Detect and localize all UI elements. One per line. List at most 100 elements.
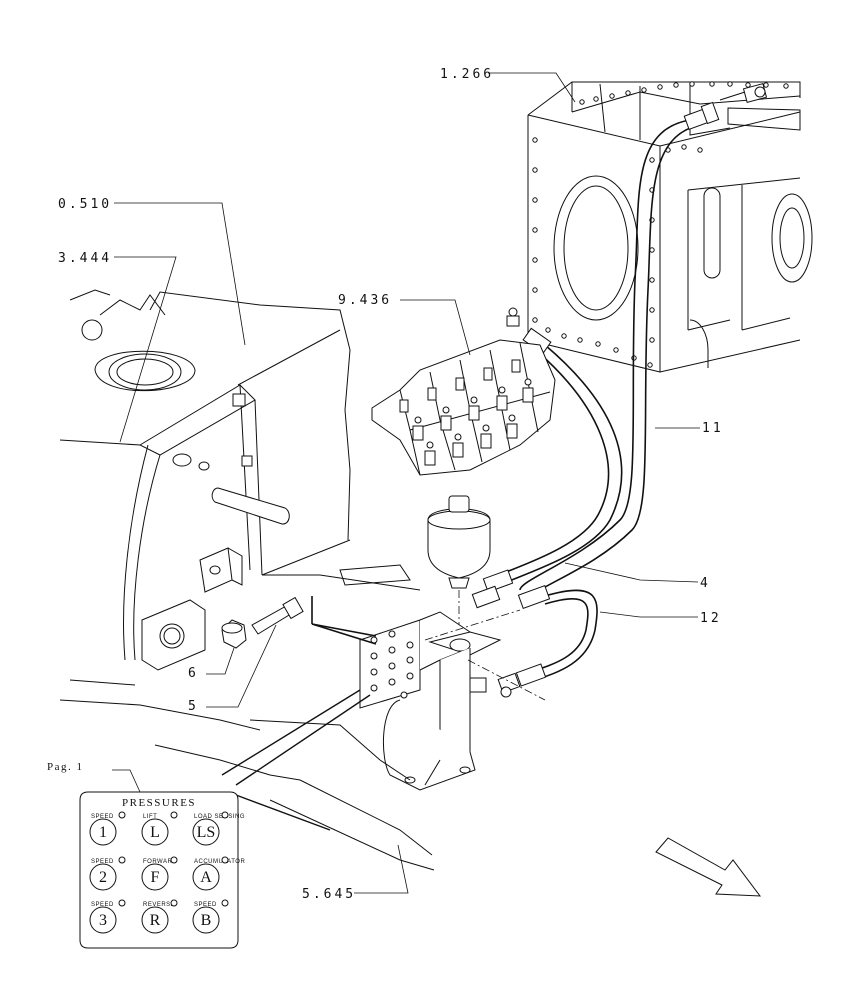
ref-6-leader: [206, 647, 235, 675]
valve-cap: [455, 377, 465, 391]
ref-9436-leader: [400, 299, 471, 356]
panel-label: LOAD SENSING: [194, 814, 245, 820]
bracket-hole: [388, 662, 396, 670]
bolt-hole: [641, 87, 647, 93]
pointer-bracket-b: [311, 623, 377, 637]
valve-port: [454, 433, 462, 441]
pressure-port-label: LS: [197, 824, 216, 841]
bracket-hole: [370, 684, 378, 692]
ref-5645-label: 5.645: [302, 887, 356, 902]
panel-indicator-light: [221, 811, 229, 819]
panel-label: ACCUMULATOR: [194, 859, 245, 865]
pressure-test-port: [89, 906, 117, 934]
panel-indicator-light: [221, 856, 229, 864]
bracket-hole: [400, 691, 408, 699]
panel-title: PRESSURES: [122, 797, 196, 809]
bolt-hole: [727, 81, 733, 87]
panel-label: FORWARD: [143, 859, 177, 865]
bolt-hole: [532, 197, 538, 203]
panel-indicator-light: [170, 899, 178, 907]
bolt-hole: [657, 84, 663, 90]
bracket-hole: [370, 652, 378, 660]
ref-3444-label: 3.444: [58, 251, 112, 266]
panel-indicator-light: [170, 856, 178, 864]
pressure-test-port: [192, 906, 220, 934]
bolt-hole: [613, 347, 619, 353]
panel-label: SPEED: [91, 859, 114, 865]
ref-3444-leader: [114, 256, 177, 443]
pressure-port-label: B: [201, 912, 212, 929]
pressure-test-port: [192, 818, 220, 846]
valve-spool: [522, 387, 534, 403]
support-bracket: [359, 611, 502, 791]
bolt-hole: [647, 362, 653, 368]
valve-port: [482, 424, 490, 432]
ref-4-leader: [564, 562, 699, 583]
direction-arrow-icon: [655, 837, 762, 897]
bolt-hole: [689, 81, 695, 87]
pressure-port-label: F: [151, 869, 160, 886]
ref-0510-leader: [114, 202, 246, 346]
ref-9436-label: 9.436: [338, 293, 392, 308]
control-valve-block: [371, 307, 556, 476]
bolt-hole: [649, 157, 655, 163]
bracket-hole: [406, 656, 414, 664]
ref-12-leader: [599, 611, 698, 618]
panel-label: LIFT: [143, 814, 157, 820]
transmission-housing: [527, 81, 813, 373]
ref-12-label: 12: [700, 611, 722, 626]
bolt-hole: [681, 144, 687, 150]
bolt-hole: [545, 327, 551, 333]
bolt-hole: [532, 167, 538, 173]
bolt-hole: [649, 277, 655, 283]
bolt-hole: [579, 99, 585, 105]
bolt-hole: [593, 96, 599, 102]
valve-spool: [424, 450, 436, 466]
valve-port: [508, 414, 516, 422]
bolt-hole: [532, 227, 538, 233]
bracket-hole: [388, 646, 396, 654]
pressure-port-label: 3: [99, 912, 107, 929]
valve-cap: [483, 367, 493, 381]
panel-label: SPEED: [194, 902, 217, 908]
bolt-hole: [649, 307, 655, 313]
ref-5645-leader: [354, 844, 409, 894]
valve-port: [442, 406, 450, 414]
hydraulic-tank: [59, 289, 435, 871]
pointer-bracket-c: [311, 623, 377, 645]
panel-indicator-light: [118, 811, 126, 819]
panel-indicator-light: [170, 811, 178, 819]
bracket-hole: [388, 630, 396, 638]
pressure-test-port: [141, 906, 169, 934]
bolt-hole: [532, 287, 538, 293]
panel-indicator-light: [118, 856, 126, 864]
bolt-hole: [649, 337, 655, 343]
pressure-test-port: [141, 818, 169, 846]
ref-1266-label: 1.266: [440, 67, 494, 82]
bracket-hole: [388, 678, 396, 686]
bolt-hole: [561, 333, 567, 339]
bolt-hole: [745, 82, 751, 88]
panel-label: REVERSE: [143, 902, 175, 908]
ref-6-label: 6: [188, 666, 199, 681]
bolt-hole: [577, 337, 583, 343]
bolt-hole: [532, 317, 538, 323]
valve-port: [470, 396, 478, 404]
valve-spool: [468, 405, 480, 421]
pressure-port-label: A: [200, 869, 212, 886]
pressure-port-label: L: [150, 824, 160, 841]
ref-5645-leader-c: [235, 794, 331, 831]
bolt-hole: [673, 82, 679, 88]
bolt-hole: [709, 81, 715, 87]
fitting-6-cap: [221, 619, 247, 649]
valve-cap: [511, 359, 521, 373]
panel-label: SPEED: [91, 902, 114, 908]
ref-pag-label: Pag. 1: [47, 761, 84, 773]
bolt-hole: [763, 82, 769, 88]
pressure-port-label: 2: [99, 869, 107, 886]
hose-4: [471, 327, 623, 609]
valve-spool: [412, 425, 424, 441]
